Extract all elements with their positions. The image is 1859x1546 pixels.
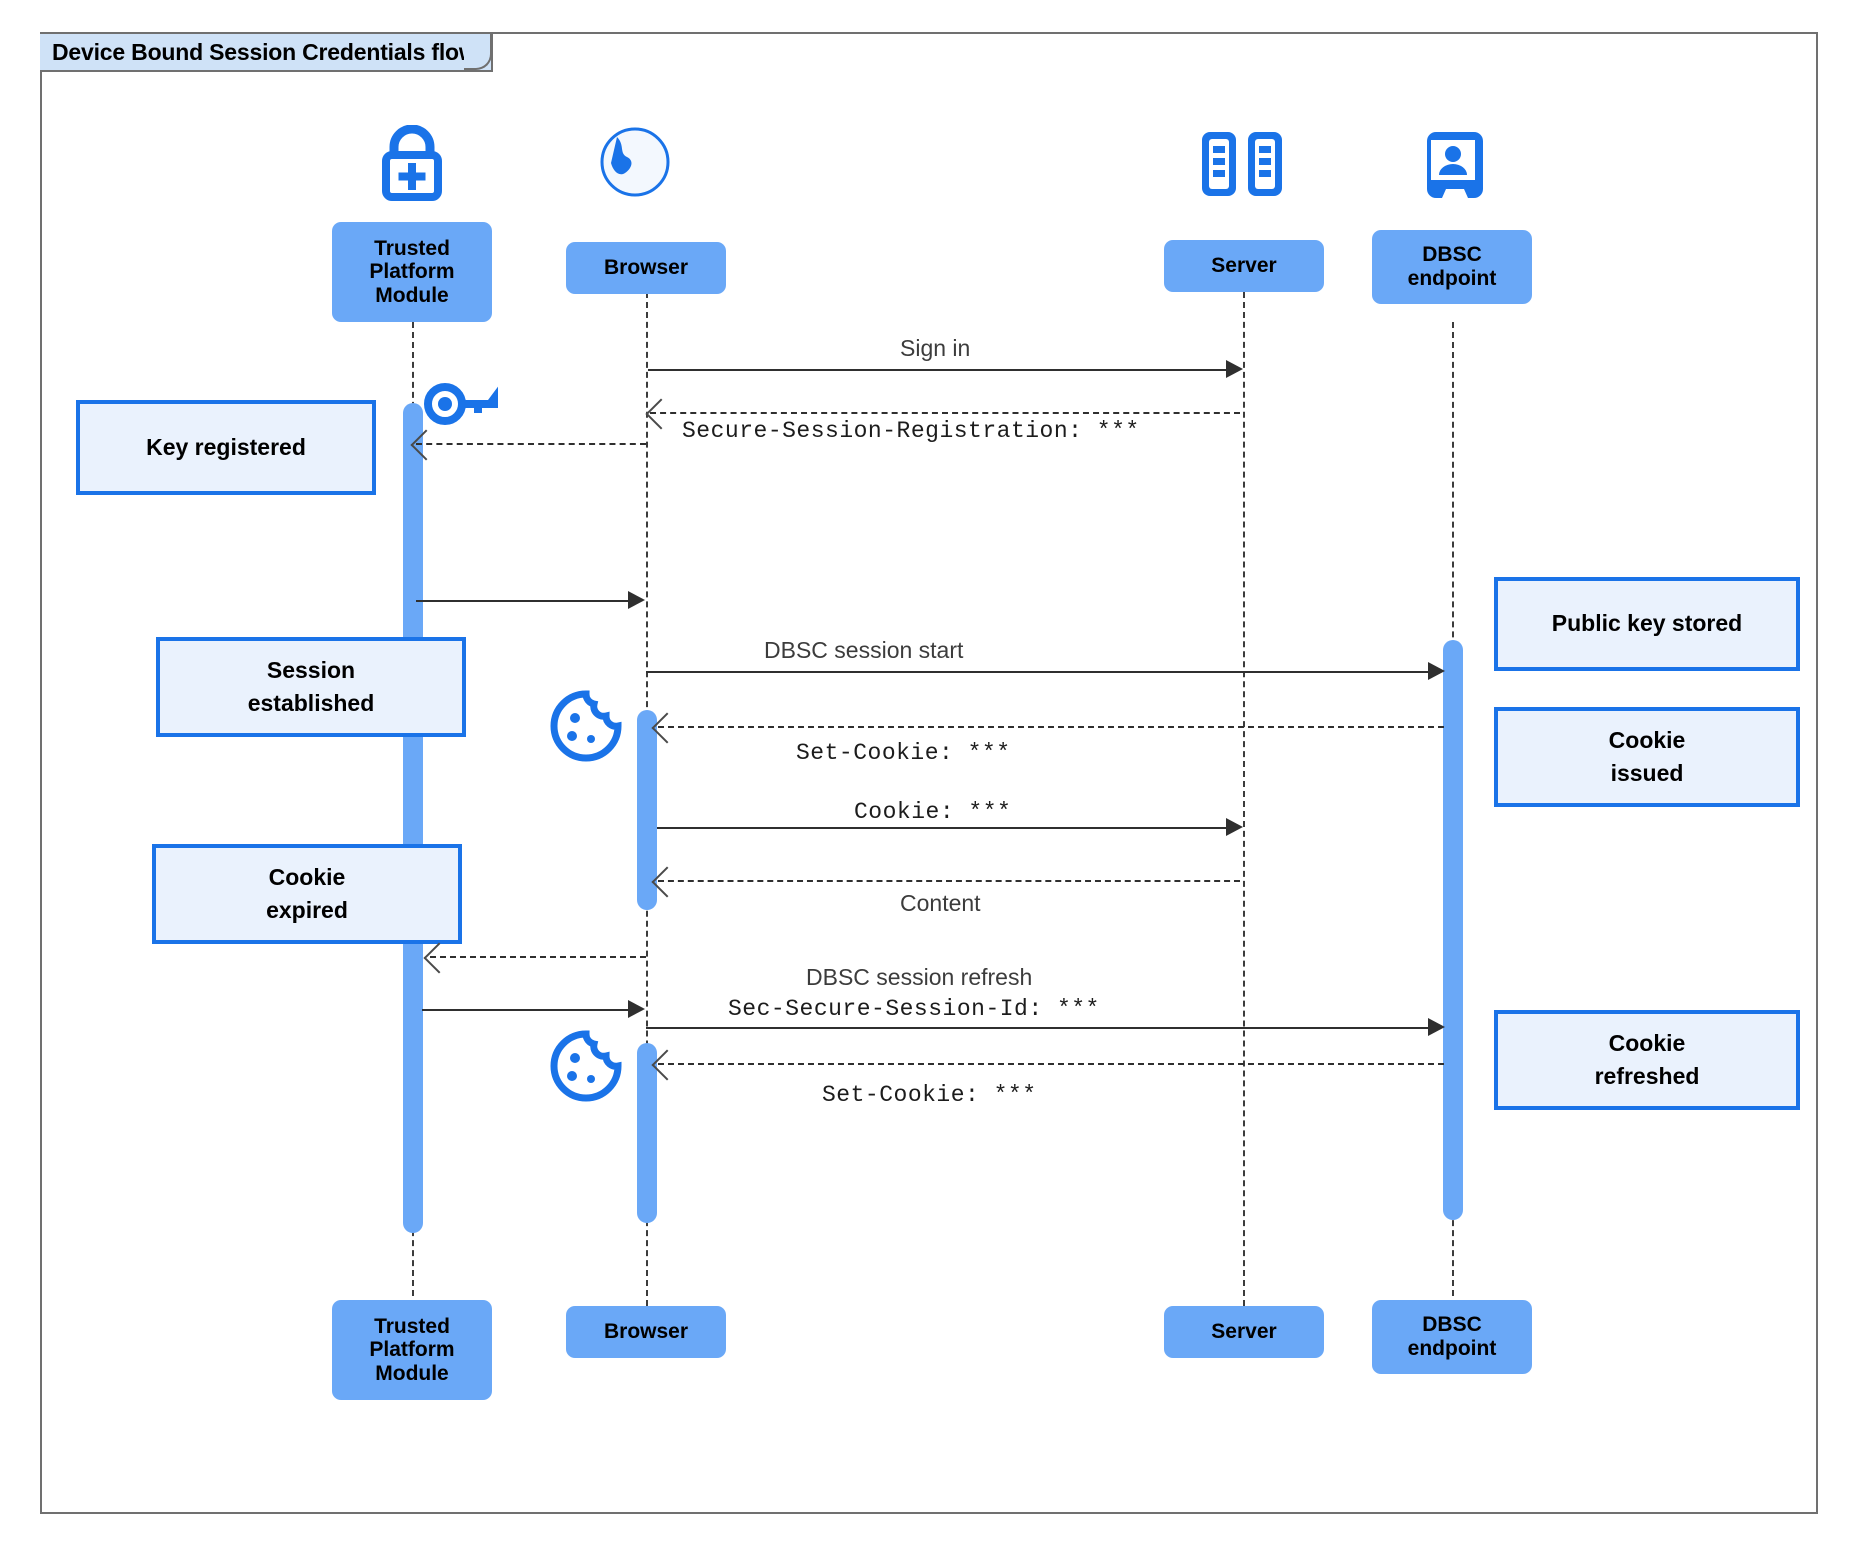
- message-arrow-dbsc-session-start: [646, 671, 1436, 673]
- globe-icon: [600, 127, 670, 197]
- connector-browser-to-tpm-expired: [430, 956, 646, 958]
- arrowhead-right: [1428, 1018, 1445, 1036]
- participant-label: Browser: [603, 256, 689, 280]
- message-arrow-dbsc-session-refresh: [646, 1027, 1436, 1029]
- message-label-sec-secure-session-id: Sec-Secure-Session-Id: ***: [728, 996, 1100, 1022]
- message-label-set-cookie-2: Set-Cookie: ***: [822, 1082, 1037, 1108]
- message-label-dbsc-session-refresh: DBSC session refresh: [806, 964, 1033, 990]
- participant-label: Server: [1211, 1320, 1277, 1344]
- message-arrow-content: [658, 880, 1240, 882]
- message-arrow-sign-in: [648, 369, 1228, 371]
- note-text: Public key stored: [1551, 610, 1743, 637]
- connector-tpm-to-browser: [416, 600, 638, 602]
- tab-corner: [463, 34, 492, 70]
- diagram-title-tab: Device Bound Session Credentials flow: [40, 32, 493, 72]
- message-arrow-cookie: [657, 827, 1228, 829]
- message-label-cookie: Cookie: ***: [854, 799, 1012, 825]
- message-label-set-cookie-1: Set-Cookie: ***: [796, 740, 1011, 766]
- participant-server-bottom[interactable]: Server: [1164, 1306, 1324, 1358]
- connector-browser-to-tpm-register: [416, 443, 646, 445]
- note-text: Key registered: [146, 433, 306, 460]
- cookie-icon: [550, 1030, 622, 1102]
- server-rack-icon: [1202, 132, 1282, 196]
- note-key-registered: Key registered: [76, 400, 376, 495]
- participant-label: Browser: [603, 1320, 689, 1344]
- lifeline-server: [1243, 282, 1245, 1306]
- participant-server-top[interactable]: Server: [1164, 240, 1324, 292]
- arrowhead-right: [1226, 818, 1243, 836]
- note-public-key-stored: Public key stored: [1494, 577, 1800, 671]
- activation-browser-2: [637, 1043, 657, 1223]
- lock-plus-icon: [382, 125, 442, 201]
- participant-browser-top[interactable]: Browser: [566, 242, 726, 294]
- activation-dbsc: [1443, 640, 1463, 1220]
- participant-browser-bottom[interactable]: Browser: [566, 1306, 726, 1358]
- participant-label: Server: [1211, 254, 1277, 278]
- arrowhead-right: [628, 591, 645, 609]
- message-arrow-set-cookie-1: [658, 726, 1444, 728]
- message-arrow-set-cookie-2: [658, 1063, 1444, 1065]
- cookie-icon: [550, 690, 622, 762]
- message-label-sign-in: Sign in: [900, 335, 971, 361]
- message-label-content: Content: [900, 890, 981, 916]
- activation-tpm: [403, 403, 423, 1233]
- arrowhead-right: [628, 1000, 645, 1018]
- connector-tpm-to-browser-refresh: [422, 1009, 638, 1011]
- key-icon: [424, 383, 498, 425]
- message-label-dbsc-session-start: DBSC session start: [764, 637, 964, 663]
- arrowhead-right: [1226, 360, 1243, 378]
- activation-browser-1: [637, 710, 657, 910]
- arrowhead-right: [1428, 662, 1445, 680]
- id-badge-icon: [1427, 132, 1483, 198]
- message-arrow-secure-session-registration: [650, 412, 1240, 414]
- page-title: Device Bound Session Credentials flow: [52, 38, 477, 65]
- message-label-secure-session-registration: Secure-Session-Registration: ***: [682, 418, 1140, 444]
